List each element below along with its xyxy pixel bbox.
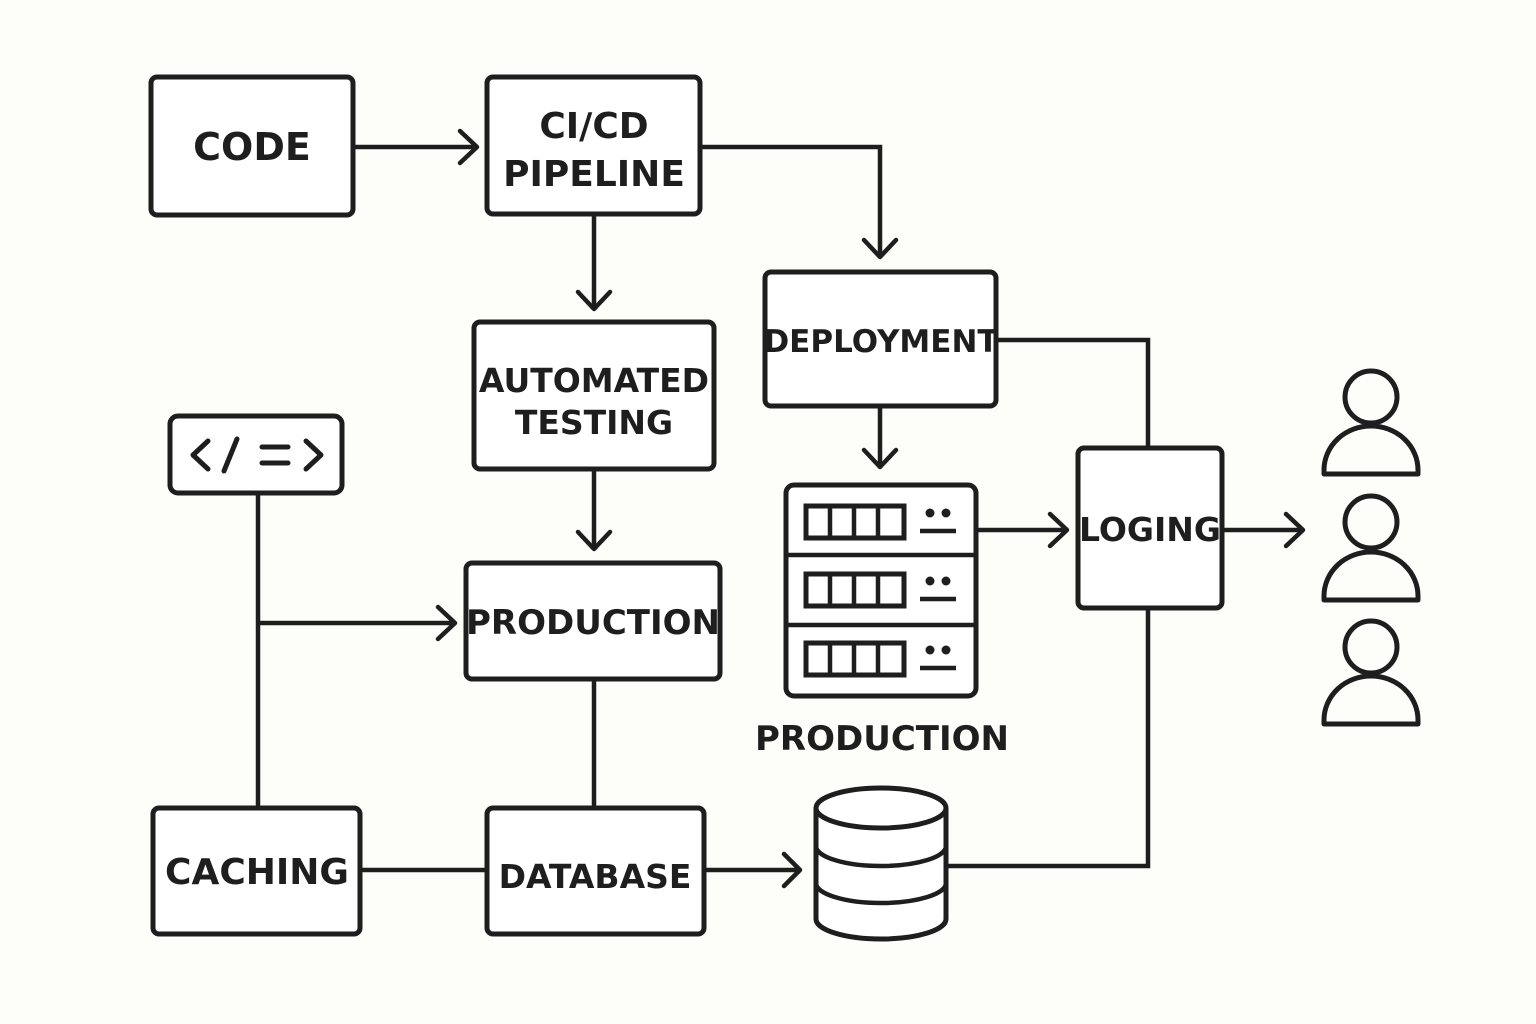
edge-database-to-storage — [704, 851, 803, 889]
node-cicd-pipeline: CI/CD PIPELINE — [484, 74, 703, 217]
node-deployment-label: DEPLOYMENT — [763, 324, 998, 360]
node-database: DATABASE — [484, 805, 707, 937]
server-unit-2 — [803, 571, 956, 609]
edge-server-to-logging — [976, 511, 1070, 549]
code-editor-icon — [167, 413, 345, 496]
edge-testing-to-production — [575, 469, 613, 552]
node-production-label: PRODUCTION — [466, 603, 720, 643]
node-automated-testing: AUTOMATED TESTING — [471, 319, 717, 472]
node-logging-label: LOGING — [1079, 510, 1221, 549]
node-code-label: CODE — [193, 125, 311, 169]
edge-deployment-to-logging — [996, 337, 1151, 448]
node-testing-label-line2: TESTING — [515, 403, 673, 442]
node-caching-label: CACHING — [165, 852, 349, 893]
node-caching: CACHING — [150, 805, 363, 937]
users-icon — [1321, 368, 1421, 727]
node-logging: LOGING — [1075, 445, 1225, 611]
node-database-label: DATABASE — [499, 857, 692, 896]
edge-code-to-cicd — [354, 128, 480, 166]
server-rack-icon — [783, 482, 979, 699]
server-caption: PRODUCTION — [755, 719, 1009, 759]
edge-cicd-to-testing — [575, 214, 613, 312]
edge-logging-to-users — [1222, 511, 1306, 549]
node-cicd-label-line1: CI/CD — [539, 106, 648, 147]
node-code: CODE — [148, 74, 356, 218]
edge-cicd-to-deployment — [701, 144, 899, 260]
node-production: PRODUCTION — [463, 560, 723, 682]
node-testing-label-line1: AUTOMATED — [479, 361, 709, 400]
user-icon-2 — [1321, 493, 1421, 603]
node-cicd-label-line2: PIPELINE — [503, 154, 685, 195]
user-icon-1 — [1321, 368, 1421, 477]
edge-editor-to-production — [255, 493, 458, 808]
edge-storage-to-logging — [946, 608, 1151, 869]
user-icon-3 — [1321, 618, 1421, 727]
edge-deployment-to-server — [861, 406, 899, 470]
server-unit-3 — [803, 640, 956, 678]
node-deployment: DEPLOYMENT — [762, 269, 999, 409]
server-unit-1 — [803, 503, 956, 541]
database-icon — [813, 785, 949, 942]
